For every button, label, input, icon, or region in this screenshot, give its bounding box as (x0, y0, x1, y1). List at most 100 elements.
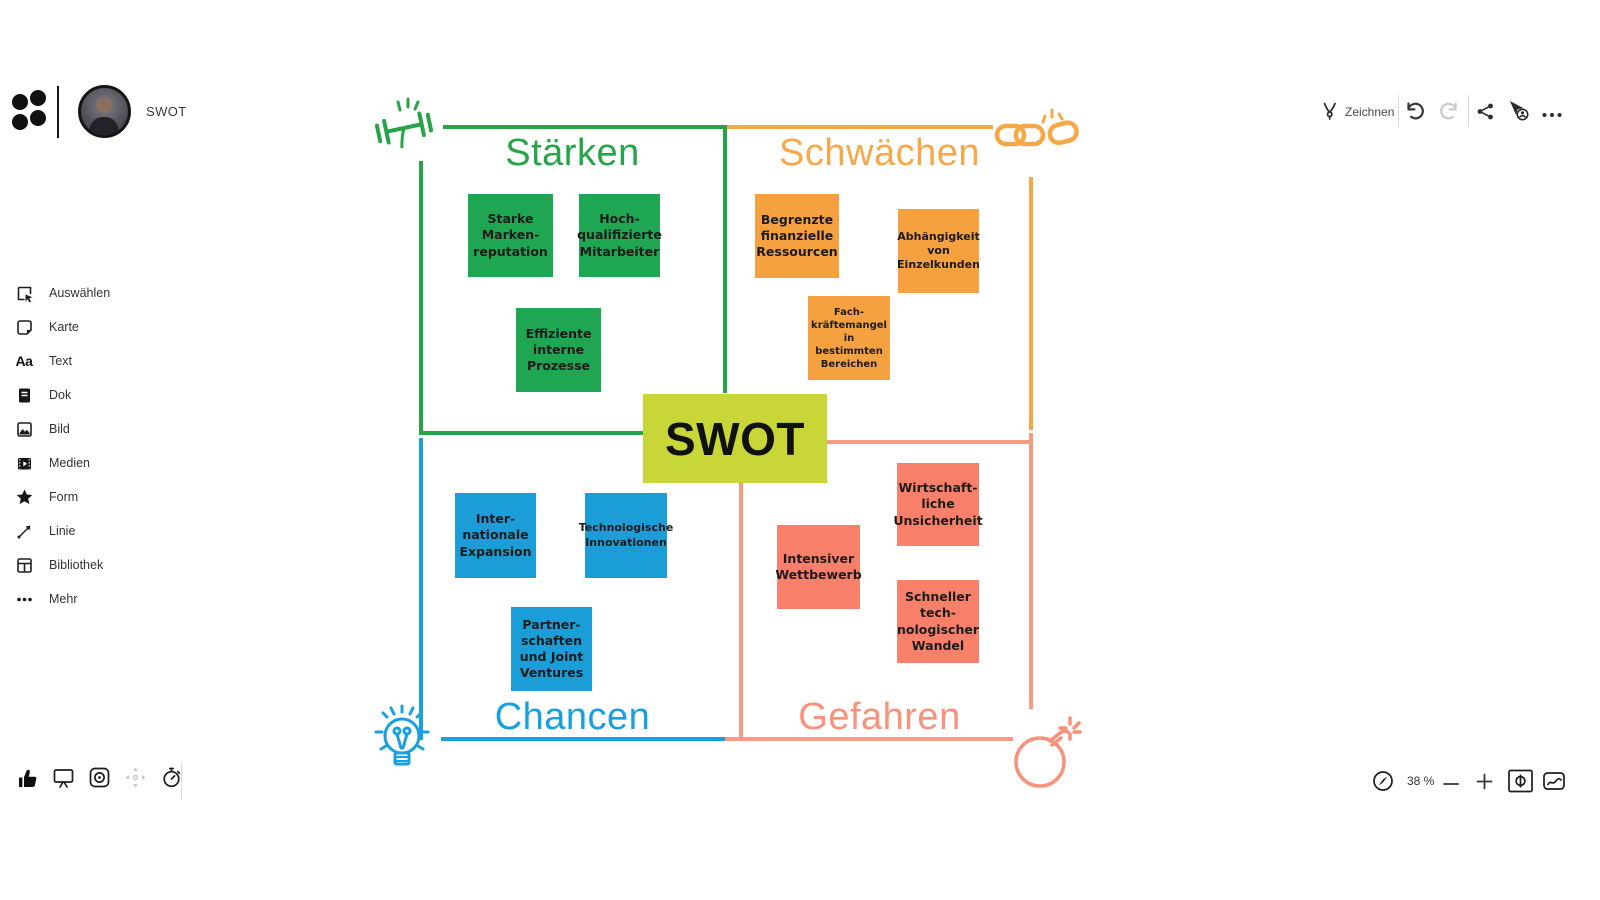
draw-button[interactable] (1320, 101, 1340, 124)
sidebar-item-label: Karte (49, 320, 79, 334)
sidebar-item-shape[interactable]: Form (14, 485, 110, 509)
zoom-in-button[interactable] (1476, 773, 1493, 793)
sidebar-item-label: Medien (49, 456, 90, 470)
swot-center-box[interactable]: SWOT (643, 394, 827, 483)
user-photo-avatar-icon (89, 97, 119, 135)
doc-icon (14, 385, 34, 405)
undo-button[interactable] (1404, 100, 1426, 125)
redo-button[interactable] (1438, 100, 1460, 125)
fit-screen-icon (1508, 769, 1533, 793)
sidebar-item-label: Auswählen (49, 286, 111, 300)
quadrant-title-threats[interactable]: Gefahren (798, 696, 961, 738)
sticky-note-threats-1[interactable]: Wirtschaft- liche Unsicherheit (893, 463, 983, 546)
bomb-icon[interactable] (1006, 716, 1082, 795)
redo-icon (1440, 102, 1457, 120)
weaknesses-top-line (727, 125, 993, 129)
sticky-note-strengths-1[interactable]: Starke Marken- reputation (468, 194, 553, 277)
sidebar-item-label: Dok (49, 388, 72, 402)
more-icon (14, 589, 34, 609)
card-icon (14, 317, 34, 337)
undo-icon (1407, 102, 1424, 120)
sidebar-item-label: Mehr (49, 592, 78, 606)
timer-button[interactable] (160, 766, 183, 792)
sticky-note-weaknesses-3[interactable]: Fach- kräftemangel in bestimmten Bereich… (808, 296, 890, 380)
sidebar-item-more[interactable]: Mehr (14, 587, 110, 611)
strengths-left-line (419, 161, 423, 435)
sticky-note-weaknesses-1[interactable]: Begrenzte finanzielle Ressourcen (755, 194, 839, 278)
sticky-note-threats-2[interactable]: Intensiver Wettbewerb (775, 525, 862, 609)
follow-icon (89, 767, 110, 788)
zoom-out-button[interactable] (1443, 777, 1459, 792)
header-divider (57, 86, 59, 138)
quadrant-title-opportunities[interactable]: Chancen (494, 696, 651, 738)
more-options-button[interactable] (1541, 107, 1563, 122)
app-logo[interactable] (10, 89, 48, 135)
zoom-out-icon (1443, 783, 1459, 785)
follow-user-icon (1510, 101, 1529, 121)
threats-left-line (739, 480, 743, 740)
bottom-left-divider (181, 762, 182, 800)
minimap-icon (1543, 772, 1565, 790)
sidebar-item-label: Form (49, 490, 79, 504)
threats-top-line (827, 440, 1033, 444)
opportunities-left-line (419, 438, 423, 740)
sidebar-item-image[interactable]: Bild (14, 417, 110, 441)
follow-button[interactable] (88, 766, 111, 792)
sticky-note-weaknesses-2[interactable]: Abhängigkeit von Einzelkunden (897, 209, 980, 293)
share-button[interactable] (1476, 102, 1495, 124)
thumbs-up-button[interactable] (16, 766, 39, 792)
minimap-button[interactable] (1542, 770, 1566, 795)
sticky-note-strengths-3[interactable]: Effiziente interne Prozesse (516, 308, 601, 392)
bottom-left-toolbar (16, 766, 183, 792)
fit-screen-button[interactable] (1507, 768, 1534, 797)
sidebar-item-media[interactable]: Medien (14, 451, 110, 475)
sidebar-item-text[interactable]: Aa Text (14, 349, 110, 373)
sidebar-item-label: Bild (49, 422, 70, 436)
avatar[interactable] (78, 85, 131, 138)
select-icon (14, 283, 34, 303)
weaknesses-right-line (1029, 177, 1033, 430)
broken-chain-icon[interactable] (993, 102, 1079, 163)
sidebar-item-card[interactable]: Karte (14, 315, 110, 339)
present-icon (53, 769, 74, 788)
draw-label[interactable]: Zeichnen (1345, 105, 1395, 119)
text-icon: Aa (15, 353, 33, 369)
sidebar-item-select[interactable]: Auswählen (14, 281, 110, 305)
dumbbell-icon[interactable] (370, 92, 438, 159)
zoom-level: 38 % (1407, 774, 1435, 788)
media-icon (14, 453, 34, 473)
tool-sidebar: Auswählen Karte Aa Text (14, 281, 111, 621)
toolbar-divider (1468, 95, 1469, 127)
move-icon (125, 767, 146, 788)
navigator-button[interactable] (1371, 769, 1395, 796)
move-button[interactable] (124, 766, 147, 792)
present-button[interactable] (52, 766, 75, 792)
threats-bottom-line (725, 737, 1013, 741)
quadrant-title-strengths[interactable]: Stärken (505, 132, 640, 174)
follow-user-button[interactable] (1507, 99, 1531, 126)
lightbulb-icon[interactable] (374, 700, 430, 783)
share-icon (1477, 103, 1493, 120)
quadrant-title-weaknesses[interactable]: Schwächen (779, 132, 980, 174)
thumbs-up-icon (19, 769, 37, 787)
board-title: SWOT (146, 104, 187, 119)
image-icon (14, 419, 34, 439)
more-icon (1542, 113, 1562, 117)
sticky-note-strengths-2[interactable]: Hoch- qualifizierte Mitarbeiter (577, 194, 662, 277)
sidebar-item-doc[interactable]: Dok (14, 383, 110, 407)
sidebar-item-library[interactable]: Bibliothek (14, 553, 110, 577)
library-icon (14, 555, 34, 575)
sticky-note-opportunities-1[interactable]: Inter- nationale Expansion (455, 493, 536, 578)
toolbar-divider (1398, 95, 1399, 127)
sticky-note-opportunities-3[interactable]: Partner- schaften und Joint Ventures (511, 607, 592, 691)
strengths-right-line (723, 125, 727, 393)
threats-right-line (1029, 433, 1033, 709)
strengths-bottom-line (419, 431, 643, 435)
zoom-in-icon (1476, 773, 1493, 790)
line-icon (14, 521, 34, 541)
sticky-note-threats-3[interactable]: Schneller tech- nologischer Wandel (897, 580, 979, 663)
pen-icon (1323, 102, 1336, 120)
sidebar-item-line[interactable]: Linie (14, 519, 110, 543)
sticky-note-opportunities-2[interactable]: Technologische Innovationen (579, 493, 673, 578)
